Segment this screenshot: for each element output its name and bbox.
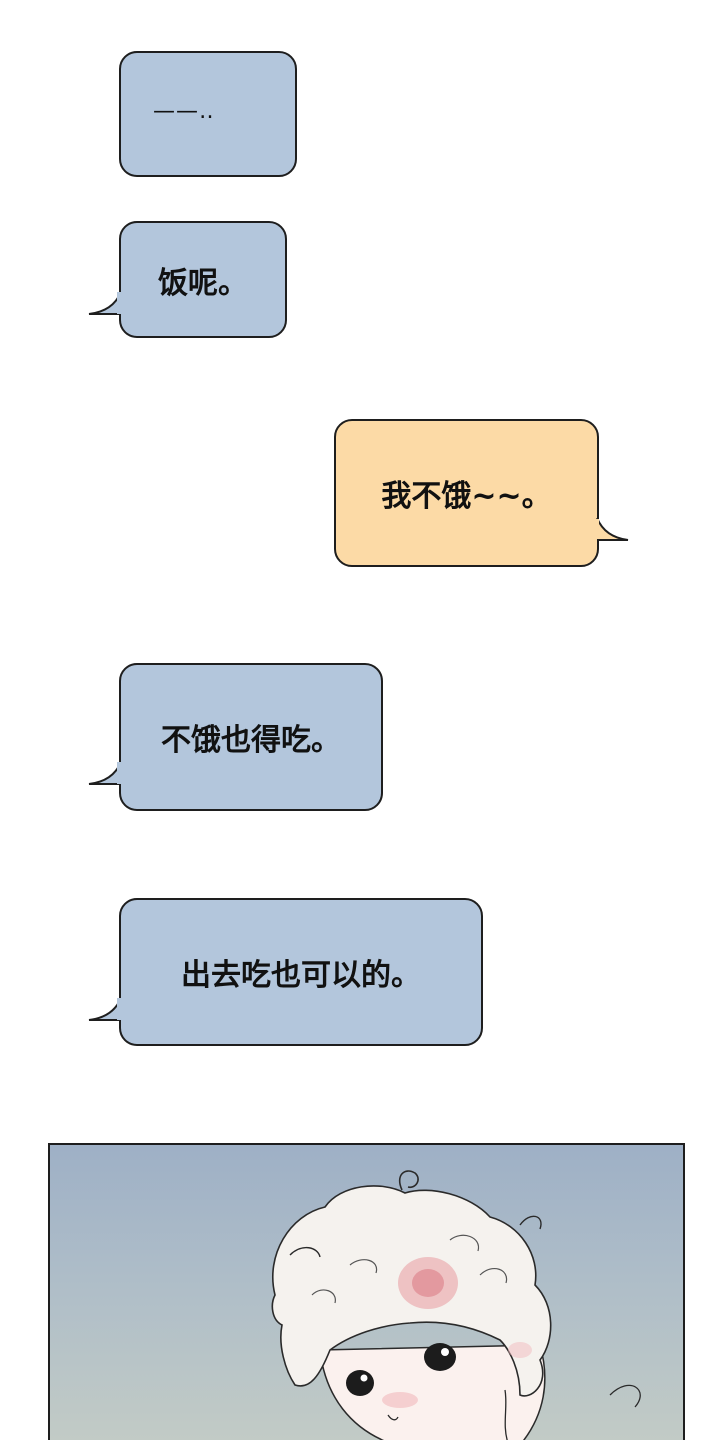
speech-bubble-text: 饭呢。	[158, 265, 248, 301]
right-eye	[424, 1343, 456, 1371]
speech-bubble-eat-out: 出去吃也可以的。	[119, 898, 483, 1046]
speech-bubble-must-eat: 不饿也得吃。	[119, 663, 383, 811]
speech-bubble-text: 我不饿~~。	[381, 479, 552, 514]
speech-bubble-text: 不饿也得吃。	[161, 723, 341, 758]
speech-bubble-not-hungry: 我不饿~~。	[334, 419, 599, 567]
speech-bubble-tail-cover	[117, 998, 123, 1020]
character-illustration	[271, 1170, 641, 1440]
speech-bubble-tail-cover	[117, 762, 123, 784]
speech-bubble-text: 出去吃也可以的。	[181, 958, 421, 993]
speech-bubble-ellipsis: ——‥	[119, 51, 297, 177]
speech-bubble-rice: 饭呢。	[119, 221, 287, 338]
speech-bubble-tail-right	[596, 517, 629, 541]
left-eye	[346, 1370, 374, 1396]
speech-bubble-text: ——‥	[153, 98, 215, 124]
comic-panel	[48, 1143, 685, 1440]
speech-bubble-tail-cover	[117, 292, 123, 314]
face-shape	[319, 1344, 546, 1440]
